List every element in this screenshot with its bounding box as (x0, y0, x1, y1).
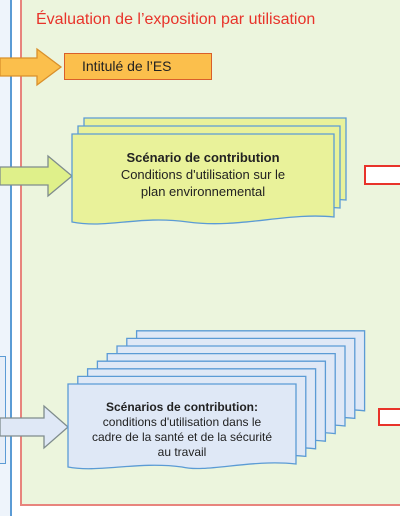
environment-doc-front (71, 133, 335, 225)
environment-scenario-heading: Scénario de contribution (126, 150, 280, 165)
left-column-inner-box (0, 356, 6, 464)
worker-doc-text: Scénarios de contribution: conditions d'… (70, 400, 294, 460)
worker-scenarios-line2: cadre de la santé et de la sécurité (91, 430, 273, 444)
panel-title: Évaluation de l’exposition par utilisati… (36, 11, 316, 28)
worker-doc-front (67, 383, 297, 470)
worker-output-stub (378, 408, 400, 426)
environment-output-stub (364, 165, 400, 185)
environment-scenario-line2: plan environnemental (140, 184, 266, 199)
worker-scenarios-heading: Scénarios de contribution: (105, 400, 258, 414)
arrow-to-environment-scenario (0, 154, 74, 198)
es-title-label: Intitulé de l’ES (82, 58, 172, 74)
environment-scenario-line1: Conditions d'utilisation sur le (120, 167, 286, 182)
arrow-to-worker-scenarios (0, 404, 69, 450)
arrow-to-es-title (0, 47, 63, 87)
environment-doc-text: Scénario de contribution Conditions d'ut… (78, 149, 328, 200)
es-title-box: Intitulé de l’ES (64, 53, 212, 80)
worker-scenarios-line3: au travail (157, 445, 207, 459)
worker-scenarios-line1: conditions d'utilisation dans le (102, 415, 262, 429)
